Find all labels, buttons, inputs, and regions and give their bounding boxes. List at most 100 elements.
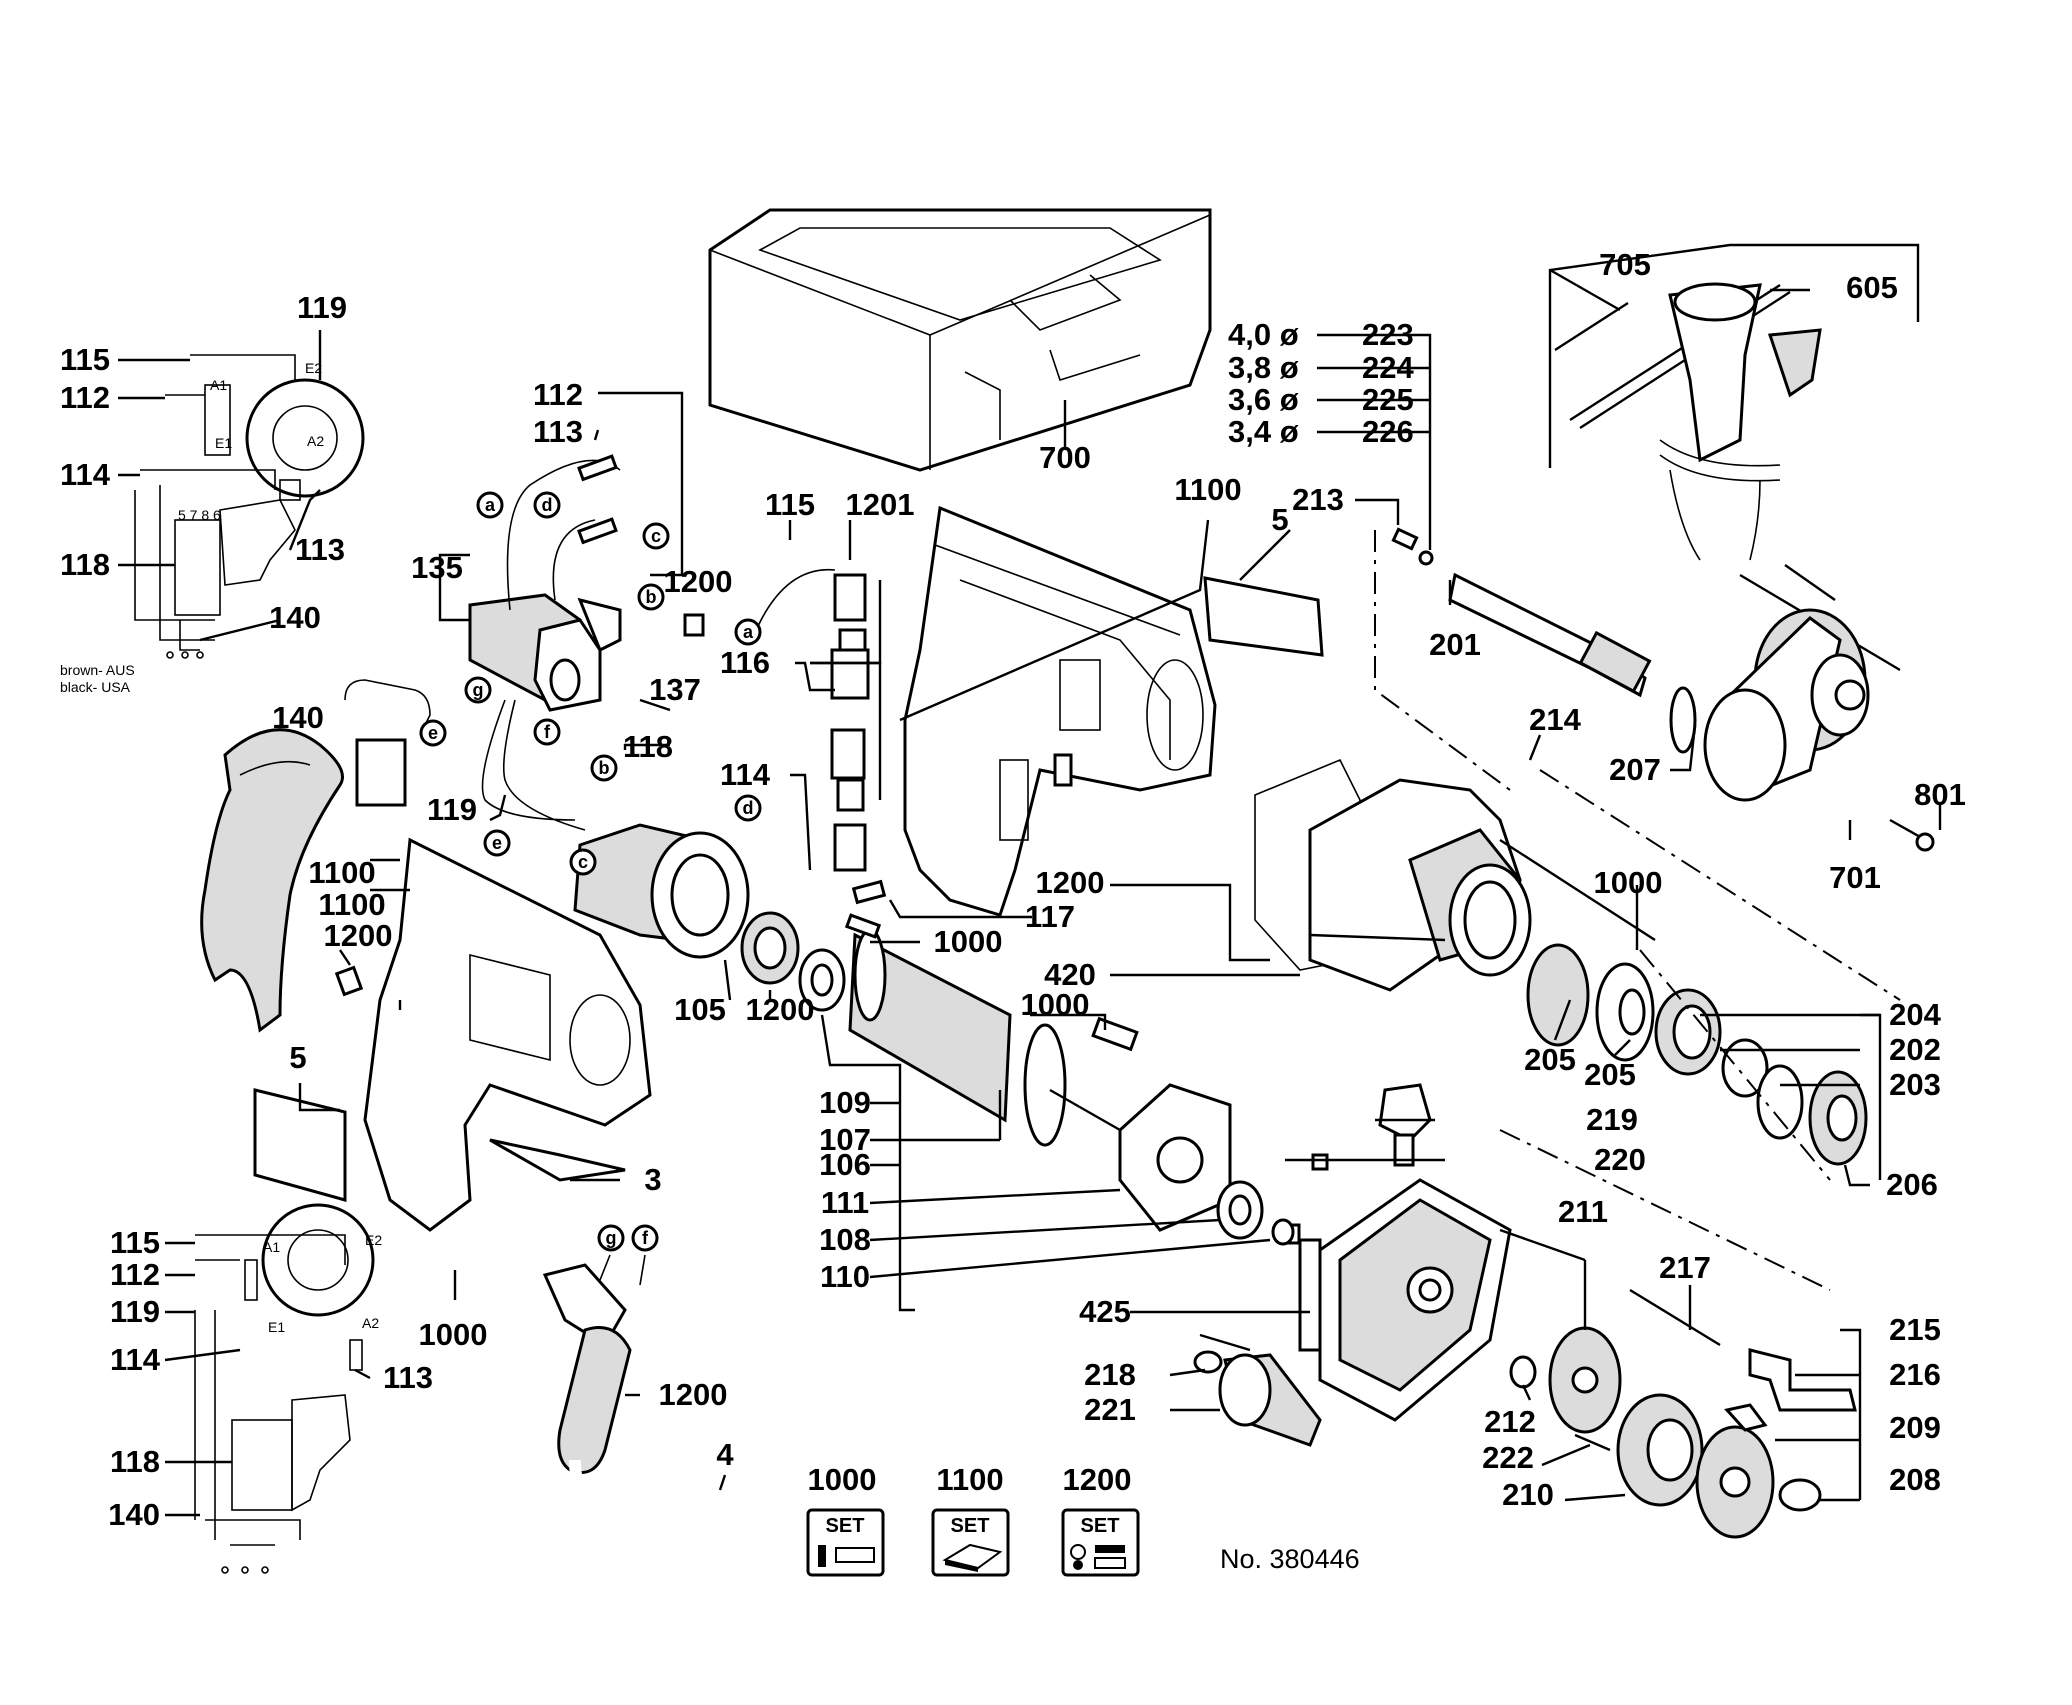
label-210: 210 <box>1502 1477 1554 1512</box>
wiring-note-aus: brown- AUS <box>60 662 135 678</box>
label-113-switch: 113 <box>533 414 583 449</box>
label-5-right: 5 <box>1271 502 1288 537</box>
leader-lines <box>118 288 1942 1517</box>
shim-size-224: 3,8 ø <box>1228 350 1299 385</box>
cord-drawing <box>542 1254 838 1554</box>
wire-letter-g: g <box>464 676 492 704</box>
shim-size-225: 3,6 ø <box>1228 382 1299 417</box>
label-1201: 1201 <box>846 487 915 522</box>
set-1100: 1100 SET <box>931 1462 1010 1577</box>
label-217: 217 <box>1659 1250 1711 1285</box>
label-5-left: 5 <box>289 1040 306 1075</box>
label-107: 107 <box>819 1122 871 1157</box>
label-112-top: 112 <box>60 380 110 415</box>
label-201: 201 <box>1429 627 1481 662</box>
label-113-bottom: 113 <box>383 1360 433 1395</box>
label-205-a: 205 <box>1524 1042 1576 1077</box>
label-119-top: 119 <box>297 290 347 325</box>
label-1100-right: 1100 <box>1174 472 1241 507</box>
wiring-diagram-top <box>134 354 365 659</box>
label-202: 202 <box>1889 1032 1941 1067</box>
set-1200: 1200 SET <box>1061 1462 1140 1577</box>
terminal-e1-bottom: E1 <box>268 1319 285 1335</box>
label-420: 420 <box>1044 957 1096 992</box>
intermediate-flange-drawing <box>1281 1083 1512 1422</box>
label-1200-coil: 1200 <box>746 992 815 1027</box>
wire-letter-b2-text: b <box>599 758 610 778</box>
shim-size-table: 4,0 ø 223 3,8 ø 224 3,6 ø 225 3,4 ø 226 <box>1228 317 1414 449</box>
set-1200-badge: SET <box>1081 1515 1120 1537</box>
switch-pins-top: 5 7 8 6 <box>178 507 221 523</box>
label-135: 135 <box>411 550 463 585</box>
label-113-top: 113 <box>295 532 345 567</box>
label-119-bottom: 119 <box>110 1294 160 1329</box>
motor-housing-drawing <box>903 505 1324 917</box>
shim-part-224: 224 <box>1362 350 1414 385</box>
wire-letter-d-text: d <box>542 495 553 515</box>
field-coil-drawing <box>573 823 882 985</box>
label-115-brush: 115 <box>765 487 815 522</box>
label-219: 219 <box>1586 1102 1638 1137</box>
set-1000-number: 1000 <box>808 1462 877 1497</box>
chuck-drawing <box>1669 564 1935 852</box>
label-1200-gasket: 1200 <box>1036 865 1105 900</box>
label-1100-a: 1100 <box>308 855 375 890</box>
set-1100-badge: SET <box>951 1515 990 1537</box>
label-117: 117 <box>1025 899 1075 934</box>
label-118-top: 118 <box>60 547 110 582</box>
wire-letter-b2: b <box>590 754 618 782</box>
wire-letter-b-text: b <box>646 587 657 607</box>
wire-letter-f2: f <box>631 1224 659 1252</box>
carry-case-drawing <box>708 208 1212 472</box>
label-206: 206 <box>1886 1167 1938 1202</box>
wire-letter-a2-text: a <box>743 622 754 642</box>
switch-drawing <box>344 454 705 831</box>
label-213: 213 <box>1292 482 1344 517</box>
terminal-e1-top: E1 <box>215 435 232 451</box>
part-labels: 119 115 112 114 118 113 140 115 112 119 … <box>60 247 1966 1532</box>
gear-train-drawing <box>1526 943 1868 1166</box>
label-114-brush: 114 <box>720 757 771 792</box>
wiring-diagram-bottom <box>194 1203 375 1574</box>
label-216: 216 <box>1889 1357 1941 1392</box>
label-1000-bolt: 1000 <box>1594 865 1663 900</box>
label-112-switch: 112 <box>533 377 583 412</box>
label-118-switch: 118 <box>623 729 673 764</box>
wire-letter-e2-text: e <box>492 833 502 853</box>
label-605: 605 <box>1846 270 1898 305</box>
spindle-drawing <box>1391 527 1652 698</box>
housing-set-icon <box>942 1543 1003 1572</box>
label-3: 3 <box>644 1162 661 1197</box>
label-425: 425 <box>1079 1294 1131 1329</box>
label-220: 220 <box>1594 1142 1646 1177</box>
label-109: 109 <box>819 1085 871 1120</box>
wire-letter-g2: g <box>597 1224 625 1252</box>
label-116: 116 <box>720 645 770 680</box>
label-214: 214 <box>1529 702 1581 737</box>
label-106: 106 <box>819 1147 871 1182</box>
wire-letter-a: a <box>476 491 504 519</box>
screws-icon <box>818 1545 875 1567</box>
drawing-number: No. 380446 <box>1220 1544 1360 1574</box>
wire-letter-a-text: a <box>485 495 496 515</box>
wire-letter-f2-text: f <box>642 1228 649 1248</box>
shim-part-225: 225 <box>1362 382 1414 417</box>
label-140-switch: 140 <box>272 700 324 735</box>
shim-size-226: 3,4 ø <box>1228 414 1299 449</box>
label-222: 222 <box>1482 1440 1534 1475</box>
terminal-e2-bottom: E2 <box>365 1232 382 1248</box>
wire-letter-e: e <box>419 719 447 747</box>
label-111: 111 <box>821 1185 869 1220</box>
label-801: 801 <box>1914 777 1966 812</box>
label-115-bottom: 115 <box>110 1225 160 1260</box>
terminal-a1-top: A1 <box>210 377 227 393</box>
label-1000-brush: 1000 <box>934 924 1003 959</box>
label-211: 211 <box>1558 1194 1608 1229</box>
label-700: 700 <box>1039 440 1091 475</box>
set-1100-number: 1100 <box>936 1462 1003 1497</box>
label-110: 110 <box>820 1259 870 1294</box>
label-203: 203 <box>1889 1067 1941 1102</box>
shim-part-226: 226 <box>1362 414 1414 449</box>
wire-letter-d2-text: d <box>743 798 754 818</box>
